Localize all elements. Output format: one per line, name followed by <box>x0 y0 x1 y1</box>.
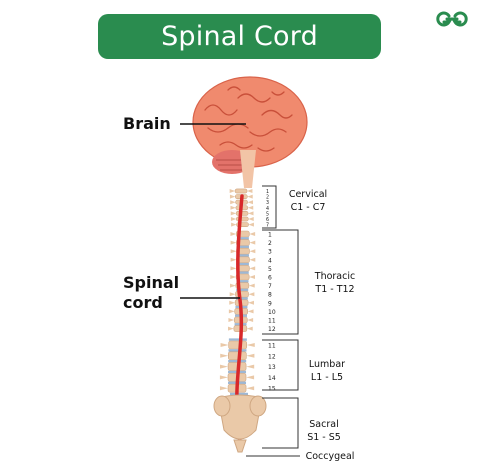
thoracic-vertebra-number: 6 <box>268 275 272 282</box>
intervertebral-disc <box>228 338 247 341</box>
intervertebral-disc <box>228 349 247 352</box>
cervical-vertebra <box>231 222 254 227</box>
intervertebral-disc <box>236 271 249 274</box>
lumbar-vertebra <box>220 351 255 361</box>
lumbar-vertebra-number: 15 <box>268 386 276 393</box>
thoracic-vertebra <box>230 239 256 246</box>
intervertebral-disc <box>236 254 249 257</box>
sacral-label: Sacral S1 - S5 <box>302 418 346 444</box>
lumbar-vertebra <box>220 340 255 350</box>
cervical-vertebra-number: 7 <box>266 223 269 229</box>
lumbar-vertebra-number: 11 <box>268 343 276 350</box>
spinal-cord-label: Spinal cord <box>123 273 179 313</box>
thoracic-vertebra <box>230 282 255 289</box>
gfg-logo-icon <box>436 11 468 27</box>
thoracic-bracket <box>262 229 299 335</box>
coccygeal-label: Coccygeal <box>305 451 355 462</box>
intervertebral-disc <box>236 280 249 283</box>
brain-label: Brain <box>123 114 171 133</box>
spinal-cord-label-line2: cord <box>123 293 163 312</box>
thoracic-vertebra-number: 1 <box>268 232 272 239</box>
thoracic-vertebra-number: 10 <box>268 309 276 316</box>
cervical-vertebra-number: 4 <box>266 206 269 212</box>
thoracic-vertebra <box>230 230 256 238</box>
thoracic-vertebra-number: 11 <box>268 318 276 325</box>
lumbar-vertebra-number: 13 <box>268 364 276 371</box>
thoracic-vertebra-number: 9 <box>268 300 272 307</box>
intervertebral-disc <box>228 360 247 363</box>
intervertebral-disc <box>235 297 248 300</box>
title-banner: Spinal Cord <box>98 14 381 59</box>
thoracic-vertebra-number: 5 <box>268 266 272 273</box>
thoracic-vertebra <box>230 273 255 281</box>
lumbar-bracket <box>262 339 299 391</box>
thoracic-vertebra-number: 7 <box>268 283 272 290</box>
sacral-range: S1 - S5 <box>307 432 341 443</box>
thoracic-vertebra <box>230 256 256 264</box>
thoracic-label: Thoracic T1 - T12 <box>306 270 364 296</box>
sacrum-illustration <box>213 394 267 453</box>
lumbar-name: Lumbar <box>308 359 346 370</box>
intervertebral-disc <box>236 262 249 266</box>
lumbar-vertebra-number: 12 <box>268 353 276 360</box>
thoracic-vertebra-number: 4 <box>268 257 272 264</box>
thoracic-name: Thoracic <box>314 271 356 282</box>
cervical-vertebra-number: 1 <box>266 189 269 195</box>
intervertebral-disc <box>236 237 249 240</box>
cervical-vertebra-number: 3 <box>266 200 269 206</box>
thoracic-vertebra-number: 12 <box>268 326 276 333</box>
cervical-vertebra-number: 6 <box>266 217 269 223</box>
spinal-cord-label-line1: Spinal <box>123 273 180 292</box>
cervical-bracket <box>262 185 277 229</box>
cervical-label: Cervical C1 - C7 <box>280 188 336 214</box>
sacral-bracket <box>262 397 299 449</box>
lumbar-vertebra-number: 14 <box>268 375 276 382</box>
intervertebral-disc <box>236 245 249 249</box>
cervical-range: C1 - C7 <box>290 202 326 213</box>
brain-illustration <box>192 76 308 188</box>
sacral-name: Sacral <box>309 419 339 430</box>
thoracic-vertebra <box>230 265 256 272</box>
thoracic-vertebra-number: 2 <box>268 240 272 247</box>
lumbar-range: L1 - L5 <box>310 372 344 383</box>
thoracic-vertebra-number: 8 <box>268 292 272 299</box>
thoracic-range: T1 - T12 <box>315 284 355 295</box>
thoracic-vertebra <box>230 247 256 255</box>
cervical-vertebra-number: 5 <box>266 211 269 217</box>
intervertebral-disc <box>230 392 248 396</box>
cervical-vertebra <box>230 216 254 222</box>
lumbar-label: Lumbar L1 - L5 <box>302 358 352 384</box>
cervical-vertebra <box>229 188 253 194</box>
thoracic-vertebra-number: 3 <box>268 249 272 256</box>
cervical-name: Cervical <box>288 189 328 200</box>
page-title: Spinal Cord <box>161 21 318 52</box>
intervertebral-disc <box>236 288 249 292</box>
thoracic-vertebra <box>229 290 255 298</box>
cervical-vertebra-number: 2 <box>266 195 269 201</box>
